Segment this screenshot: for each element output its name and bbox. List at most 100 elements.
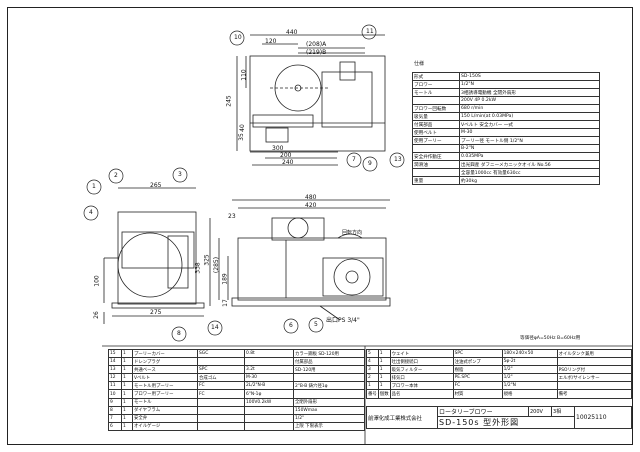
parts-cell-mat: SGC xyxy=(197,348,245,359)
company-name: 前澤化成工業株式会社 xyxy=(366,406,438,429)
parts-cell-dim: M-30 xyxy=(244,373,294,383)
spec-value: 680 r/min xyxy=(459,104,600,113)
parts2-cell-name: ウェイト xyxy=(389,348,454,359)
parts2-cell-no: 5 xyxy=(366,348,379,359)
dim-100: 100 xyxy=(93,275,101,287)
freq-note: 等価径φA=50Hz B=60Hz用 xyxy=(520,336,581,341)
parts-cell-no: 9 xyxy=(108,397,122,407)
dim-120: 120 xyxy=(265,38,277,45)
spec-row: 使用プーリープーリー径 モートル側 1/2"N xyxy=(412,136,600,145)
spec-row: 潤滑油出光興産 ダフニーメカニックオイル No.56 xyxy=(412,160,600,169)
parts-cell-note: カラー鋼板 SD-120用 xyxy=(293,348,365,359)
parts-cell-qty: 1 xyxy=(121,397,133,407)
spec-key: 使用ベルト xyxy=(412,128,460,137)
parts-cell-qty: 1 xyxy=(121,413,133,423)
parts-cell-note xyxy=(293,373,365,383)
parts-cell-dim: 2L/2"N-B xyxy=(244,381,294,391)
parts-cell-dim xyxy=(244,413,294,423)
parts2-cell-name: ブロワー本体 xyxy=(389,381,454,391)
balloon-9: 9 xyxy=(368,160,372,167)
dim-189: 189 xyxy=(221,273,229,285)
parts-cell-name: プーリーカバー xyxy=(132,348,198,359)
dim-35: 35 xyxy=(237,133,245,141)
spec-key: 安全弁作動圧 xyxy=(412,152,460,161)
spec-key: ブロワー xyxy=(412,80,460,89)
parts2-cell-dim: 5φ-2t xyxy=(501,357,558,367)
balloon-6: 6 xyxy=(289,322,293,329)
parts-cell-dim xyxy=(244,405,294,415)
parts-cell-note: SD-120用 xyxy=(293,365,365,375)
parts2-cell-name: 吸気フィルター xyxy=(389,365,454,375)
dim-17: 17 xyxy=(221,299,229,307)
spec-key xyxy=(412,96,460,105)
parts-cell-qty: 1 xyxy=(121,357,133,367)
spec-key: 形式 xyxy=(412,72,460,81)
dim-480: 480 xyxy=(305,194,317,201)
parts2-cell-note xyxy=(556,381,633,391)
spec-key: ブロワー回転数 xyxy=(412,104,460,113)
dim-208a: (208)A xyxy=(306,41,327,48)
parts2-cell-no: 2 xyxy=(366,373,379,383)
parts-cell-name: ダイヤフラム xyxy=(132,405,198,415)
parts2-cell-name: 吐出側接続口 xyxy=(389,357,454,367)
drawing-number: 10025110 xyxy=(574,406,632,429)
dim-219b: (219)B xyxy=(306,49,327,56)
spec-value: M-30 xyxy=(459,128,600,137)
parts2-header-mat: 材質 xyxy=(452,389,503,399)
dim-285: (285) xyxy=(213,256,221,274)
spec-key xyxy=(412,168,460,177)
parts-cell-qty: 1 xyxy=(121,365,133,375)
spec-title: 仕様 xyxy=(414,61,425,67)
parts-cell-no: 12 xyxy=(108,373,122,383)
parts-cell-note: 1/2" xyxy=(293,413,365,423)
parts2-cell-qty: 1 xyxy=(377,365,391,375)
parts-cell-name: ブロワー用プーリー xyxy=(132,389,198,399)
spec-value: 全容量1000cc 有効量630cc xyxy=(459,168,600,177)
parts2-header-dim: 規格 xyxy=(501,389,558,399)
parts-cell-note: 付属部品 xyxy=(293,357,365,367)
balloon-8: 8 xyxy=(177,330,181,337)
dim-110: 110 xyxy=(240,69,248,81)
spec-value: 200V 4P 0.2kW xyxy=(459,96,600,105)
outlet-label: 出口PS 3/4" xyxy=(326,317,360,324)
spec-key: 重量 xyxy=(412,176,460,185)
parts-cell-no: 15 xyxy=(108,348,122,359)
parts-cell-qty: 1 xyxy=(121,373,133,383)
dim-40: 40 xyxy=(238,124,246,132)
spec-key: 使用プーリー xyxy=(412,136,460,145)
dim-23: 23 xyxy=(228,213,236,220)
parts-cell-name: 共通ベース xyxy=(132,365,198,375)
parts-cell-mat xyxy=(197,357,245,367)
parts2-cell-mat: 注油式ポンプ xyxy=(452,357,503,367)
dim-245: 245 xyxy=(225,95,233,107)
parts-cell-mat: SPC xyxy=(197,365,245,375)
drawing-title: SD-150s 型外形図 xyxy=(437,416,575,429)
parts-cell-dim xyxy=(244,357,294,367)
parts-cell-qty: 1 xyxy=(121,348,133,359)
parts-cell-mat xyxy=(197,405,245,415)
spec-value: SD-150S xyxy=(459,72,600,81)
spec-value: Vベルト 安全カバー 一式 xyxy=(459,120,600,129)
spec-key xyxy=(412,144,460,153)
balloon-10: 10 xyxy=(234,34,242,41)
spec-value: 出光興産 ダフニーメカニックオイル No.56 xyxy=(459,160,600,169)
parts-cell-note xyxy=(293,389,365,399)
dim-26: 26 xyxy=(92,311,100,319)
side-view xyxy=(103,187,205,324)
dim-325: 325 xyxy=(203,254,211,266)
